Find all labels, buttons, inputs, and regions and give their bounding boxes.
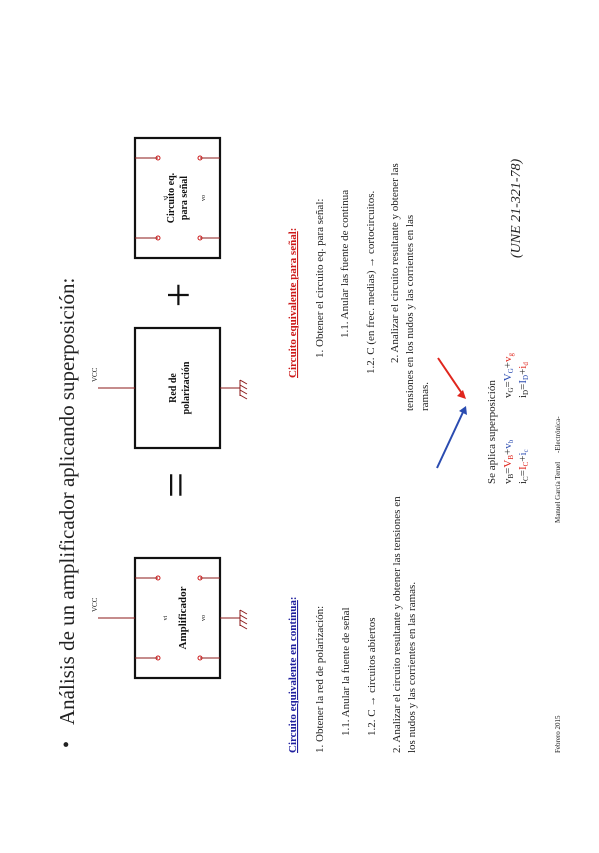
red-label-line1: Red de bbox=[168, 373, 179, 403]
superposition-arrows bbox=[436, 357, 467, 469]
eq-ic: iC=IC+ic bbox=[517, 449, 530, 484]
circuito-label-line1: Circuito eq. bbox=[166, 172, 177, 223]
output-terminal bbox=[197, 655, 203, 661]
circuito-senal-block bbox=[133, 136, 222, 260]
vo-label: vo bbox=[201, 615, 207, 621]
ground-tick bbox=[239, 379, 248, 385]
ground-tick bbox=[239, 394, 248, 400]
ground-tick bbox=[239, 619, 248, 625]
continua-item: 1.1. Anular la fuente de señal bbox=[340, 607, 352, 736]
footer: Febrero 2015 Manuel García Teruel -Elect… bbox=[554, 416, 562, 753]
continua-item: 1. Obtener la red de polarización: bbox=[314, 606, 326, 753]
output-terminal bbox=[197, 575, 203, 581]
superposition-text: Se aplica superposición bbox=[486, 380, 498, 484]
output-terminal bbox=[197, 155, 203, 161]
une-reference: (UNE 21-321-78) bbox=[509, 159, 524, 258]
senal-item: ramas. bbox=[419, 382, 431, 411]
ground-tick bbox=[239, 624, 248, 630]
senal-item: 1. Obtener el circuito eq. para señal: bbox=[314, 199, 326, 358]
senal-heading: Circuito equivalente para señal: bbox=[287, 228, 299, 378]
input-terminal bbox=[155, 235, 161, 241]
senal-item: 1.1. Anular las fuente de continua bbox=[339, 190, 351, 338]
output-terminal bbox=[197, 235, 203, 241]
amplificador-label: Amplificador bbox=[177, 586, 189, 649]
red-arrow bbox=[437, 357, 464, 396]
input-terminal bbox=[155, 575, 161, 581]
plus-sign: + bbox=[154, 283, 203, 308]
red-label-line2: polarización bbox=[181, 361, 192, 414]
page-title: Análisis de un amplificador aplicando su… bbox=[55, 278, 79, 725]
blue-arrow bbox=[436, 409, 465, 469]
ground-tick bbox=[239, 389, 248, 395]
equals-sign: = bbox=[150, 472, 201, 498]
senal-section: Circuito equivalente para señal: 1. Obte… bbox=[287, 163, 431, 411]
senal-item: 1.2. C (en frec. medias) → cortocircuito… bbox=[365, 190, 377, 374]
title-bullet: • bbox=[56, 741, 78, 748]
blue-arrow-head bbox=[459, 406, 467, 415]
input-terminal bbox=[155, 155, 161, 161]
red-polarizacion-diagram: Red de polarización VCC bbox=[91, 326, 248, 450]
vi-label: vi bbox=[163, 615, 169, 620]
vi-label: vi bbox=[163, 195, 169, 200]
continua-heading: Circuito equivalente en continua: bbox=[287, 596, 299, 753]
ground-tick bbox=[239, 384, 248, 390]
footer-date: Febrero 2015 bbox=[554, 715, 562, 753]
continua-item: 1.2. C → circuitos abiertos bbox=[366, 617, 378, 736]
circuito-senal-diagram: Circuito eq. para señal vi vo bbox=[133, 136, 222, 260]
senal-item: tensiones en los nudos y las corrientes … bbox=[404, 215, 416, 411]
vcc-label: VCC bbox=[91, 367, 99, 382]
amplificador-diagram: Amplificador VCC vi vo bbox=[91, 556, 248, 680]
continua-item: los nudos y las corrientes en las ramas. bbox=[406, 582, 418, 753]
ground-tick bbox=[239, 614, 248, 620]
continua-section: Circuito equivalente en continua: 1. Obt… bbox=[287, 496, 418, 753]
senal-item: 2. Analizar el circuito resultante y obt… bbox=[389, 163, 401, 363]
eq-vg: vG=VG+vg bbox=[502, 352, 515, 398]
rotated-slide: • Análisis de un amplificador aplicando … bbox=[55, 136, 562, 753]
circuito-label-line2: para señal bbox=[179, 176, 190, 220]
eq-id: iD=ID+id bbox=[517, 362, 530, 398]
ground-tick bbox=[239, 609, 248, 615]
input-terminal bbox=[155, 655, 161, 661]
continua-item: 2. Analizar el circuito resultante y obt… bbox=[391, 496, 403, 753]
footer-course: -Electrónica- bbox=[554, 416, 562, 453]
eq-vb: vB=VB+vb bbox=[502, 439, 515, 484]
red-arrow-head bbox=[457, 390, 466, 399]
vcc-label: VCC bbox=[91, 597, 99, 612]
superposition-section: Se aplica superposición vB=VB+vb vG=VG+v… bbox=[486, 352, 530, 484]
vo-label: vo bbox=[201, 195, 207, 201]
footer-author: Manuel García Teruel bbox=[554, 462, 562, 523]
